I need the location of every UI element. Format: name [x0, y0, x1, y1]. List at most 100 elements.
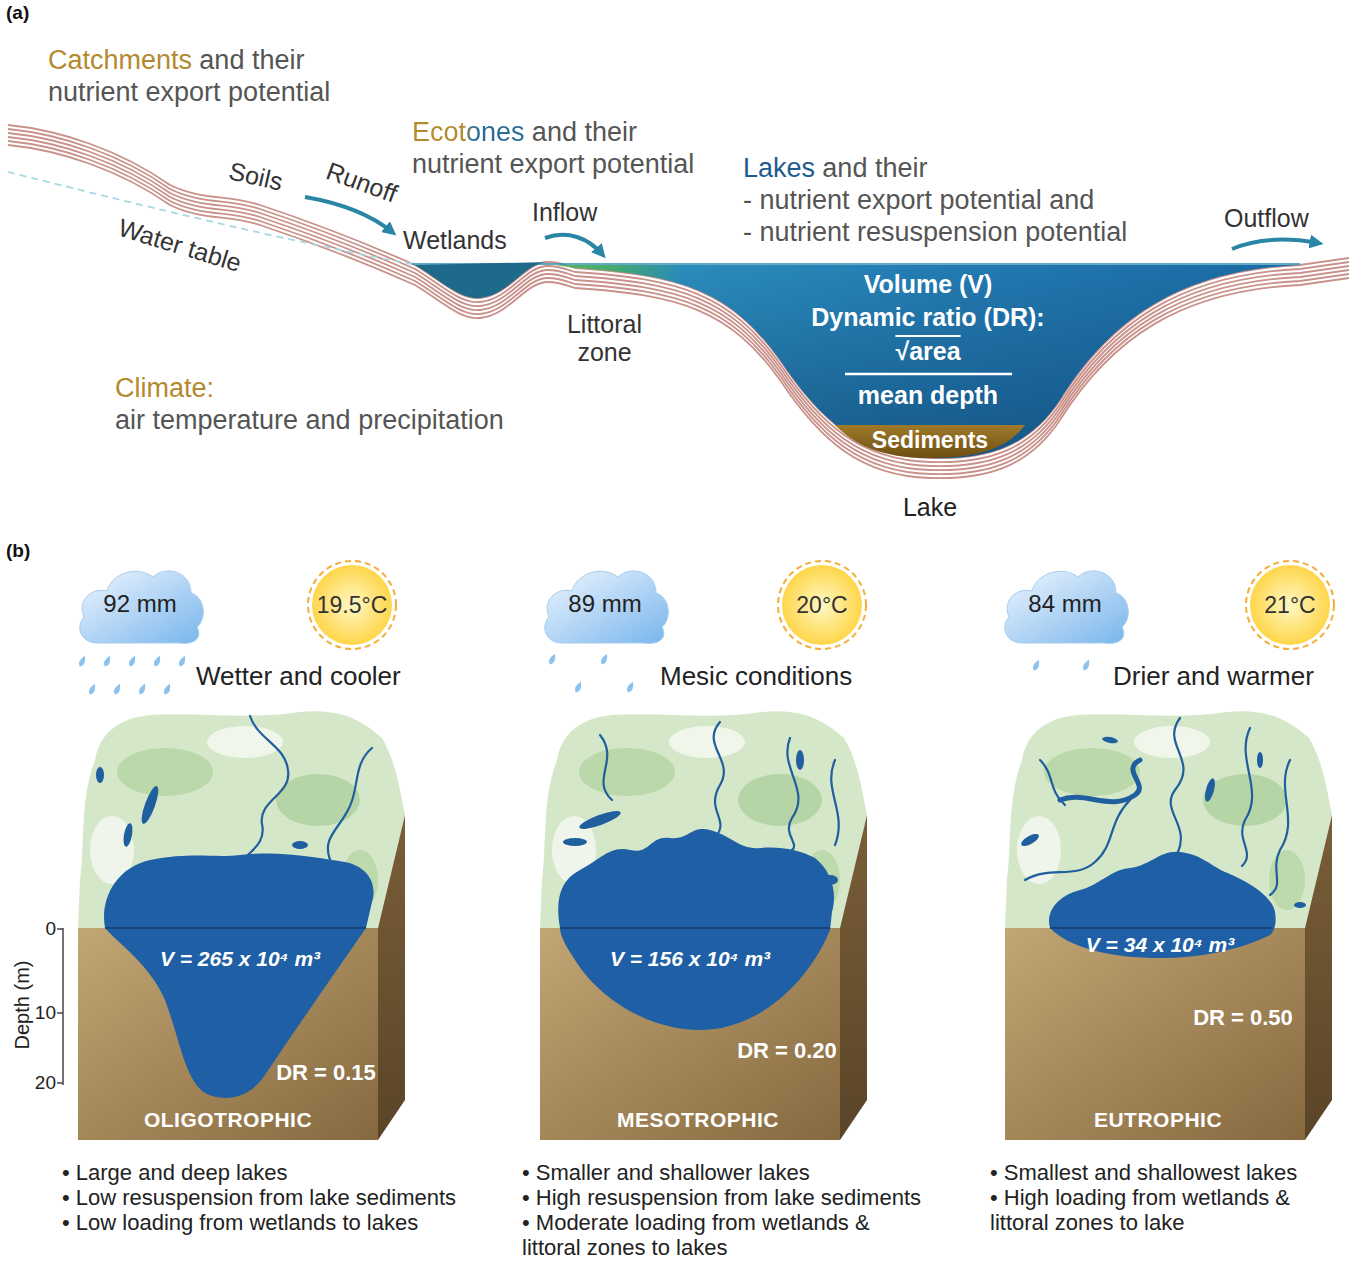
sun-icon: 21°C [1242, 557, 1338, 653]
node-text: DR = 0.15 [266, 1060, 386, 1086]
axis-tick-label: 10 [30, 1002, 56, 1024]
ellipse-shape [292, 841, 308, 849]
text-row: - nutrient resuspension potential [743, 216, 1173, 248]
ellipse-shape [276, 774, 360, 826]
text-row: • Low resuspension from lake sediments [62, 1185, 502, 1210]
label-text: • Low resuspension from lake sediments [62, 1185, 456, 1210]
water-table-label: Water table [115, 213, 245, 277]
bullet-list: • Large and deep lakes• Low resuspension… [62, 1160, 502, 1235]
line-shape [560, 927, 830, 929]
wetland-water [415, 262, 548, 298]
sediment-layer: Sediments [830, 420, 1030, 462]
path-shape [545, 571, 668, 643]
axis-tick-label: 20 [30, 1072, 56, 1094]
text-row: • Large and deep lakes [62, 1160, 502, 1185]
text-row: • High resuspension from lake sediments [522, 1185, 932, 1210]
node-text: V = 265 x 10⁴ m³ [125, 946, 355, 972]
node-text: V = 34 x 10⁴ m³ [1045, 932, 1275, 958]
text-row: Catchmentsand their nutrient export pote… [48, 44, 348, 108]
inflow-arrow [545, 235, 602, 254]
ellipse-shape [1044, 748, 1140, 796]
label-text: Catchments [48, 45, 192, 75]
path-shape [1025, 800, 1130, 880]
use-shape [152, 655, 162, 668]
rain-cloud: 92 mm [75, 563, 205, 645]
ellipse-shape [96, 767, 104, 783]
flow-label: Runoff [323, 156, 401, 207]
rect-shape [1005, 928, 1305, 1140]
lake-basin: Volume (V)Dynamic ratio (DR):√areamean d… [548, 262, 1308, 462]
line-shape [845, 373, 1012, 376]
text-row: Ecotonesand their nutrient export potent… [412, 116, 712, 180]
use-shape [87, 683, 97, 696]
use-shape [8, 145, 1349, 478]
text-row: • Smaller and shallower lakes [522, 1160, 932, 1185]
wetland-label: Wetlands [403, 226, 507, 254]
bullet-list: • Smallest and shallowest lakes• High lo… [990, 1160, 1320, 1235]
ellipse-shape [1102, 736, 1119, 745]
ellipse-shape [1257, 752, 1263, 768]
lake-block-shape [520, 700, 872, 1150]
path-shape [840, 815, 867, 1140]
text-row: Climate: [115, 372, 545, 404]
label-text: Climate: [115, 373, 214, 403]
use-shape [77, 655, 87, 668]
ellipse-shape [796, 750, 804, 770]
node-text: OLIGOTROPHIC [118, 1107, 338, 1133]
node-text: √area [828, 336, 1028, 366]
lake-block-shape [985, 700, 1335, 1150]
use-shape [162, 683, 172, 696]
climate-heading: Climate:air temperature and precipitatio… [115, 372, 545, 436]
section-heading: Ecotonesand their nutrient export potent… [412, 116, 712, 180]
label-text: • High loading from wetlands & littoral … [990, 1185, 1290, 1235]
path-shape [1242, 728, 1252, 866]
node-text: 21°C [1240, 590, 1340, 620]
climate-condition: Drier and warmer [1113, 661, 1314, 691]
line-shape [62, 928, 64, 1085]
path-shape [831, 760, 839, 845]
use-shape [137, 683, 147, 696]
ellipse-shape [1203, 777, 1217, 802]
path-shape [1305, 815, 1332, 1140]
text-row: • High loading from wetlands & littoral … [990, 1185, 1320, 1235]
label-text: • Smallest and shallowest lakes [990, 1160, 1297, 1185]
ellipse-shape [579, 748, 675, 796]
g-shape [545, 571, 668, 643]
sun-icon: 19.5°C [304, 557, 400, 653]
node-text: 92 mm [80, 589, 200, 619]
flow-label: Inflow [532, 198, 597, 226]
node-text: 84 mm [1005, 589, 1125, 619]
path-shape [555, 265, 1300, 458]
label-text: and their [822, 153, 927, 183]
label-text: • Smaller and shallower lakes [522, 1160, 810, 1185]
label-text: • Moderate loading from wetlands & litto… [522, 1210, 870, 1260]
use-shape [8, 141, 1349, 474]
g-shape [80, 571, 203, 643]
use-shape [599, 653, 609, 666]
node-text: 19.5°C [302, 590, 402, 620]
ellipse-shape [1269, 850, 1305, 910]
label-text: • High resuspension from lake sediments [522, 1185, 921, 1210]
text-row: Lakesand their [743, 152, 1173, 184]
path-shape [80, 571, 203, 643]
depth-axis [57, 928, 63, 1085]
lake-block: V = 34 x 10⁴ m³DR = 0.50EUTROPHIC [985, 700, 1335, 1150]
node-text: Volume (V) [768, 269, 1088, 299]
label-text: - nutrient export potential and [743, 185, 1094, 215]
use-shape [573, 681, 583, 694]
use-shape [177, 655, 187, 668]
path-shape [555, 265, 1300, 458]
g-shape [1005, 571, 1128, 643]
node-text: DR = 0.50 [1183, 1005, 1303, 1031]
label-text: air temperature and precipitation [115, 405, 504, 435]
lake-block: V = 265 x 10⁴ m³ DR = 0.15OLIGOTROPHIC [58, 700, 408, 1150]
path-shape [714, 722, 724, 836]
text-row: • Low loading from wetlands to lakes [62, 1210, 502, 1235]
text-row: • Smallest and shallowest lakes [990, 1160, 1320, 1185]
axis-tick-label: 0 [30, 918, 56, 940]
flow-label: Outflow [1224, 204, 1309, 232]
path-shape [558, 829, 834, 1030]
use-shape [1031, 659, 1041, 672]
ellipse-shape [1134, 726, 1210, 758]
text-row: • Moderate loading from wetlands & litto… [522, 1210, 932, 1260]
